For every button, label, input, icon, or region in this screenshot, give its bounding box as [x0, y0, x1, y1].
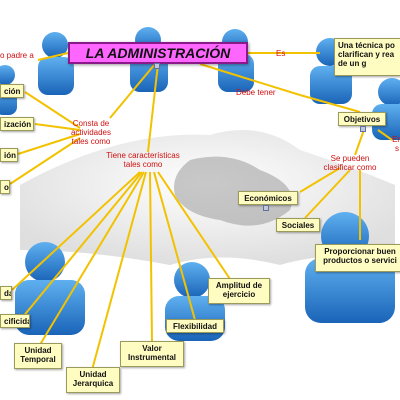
- node-dad[interactable]: dad: [0, 286, 12, 300]
- label-es: Es: [276, 49, 286, 58]
- node-ol[interactable]: ol: [0, 180, 10, 194]
- label-clasificar: Se pueden clasificar como: [323, 154, 377, 172]
- label-debe-tener: Debe tener: [236, 88, 276, 97]
- node-proporcionar[interactable]: Proporcionar buen productos o servici: [315, 244, 400, 272]
- node-ion[interactable]: ión: [0, 148, 18, 162]
- node-tecnica[interactable]: Una técnica po clarifican y rea de un g: [334, 38, 400, 76]
- label-en: En s: [392, 135, 400, 153]
- node-unidad-jerarquica[interactable]: Unidad Jerarquica: [66, 367, 120, 393]
- node-unidad-temporal[interactable]: Unidad Temporal: [14, 343, 62, 369]
- label-caracteristicas: Tiene características tales como: [106, 151, 180, 169]
- expand-icon[interactable]: [263, 205, 269, 211]
- expand-icon[interactable]: [360, 126, 366, 132]
- node-amplitud[interactable]: Amplitud de ejercicio: [208, 278, 270, 304]
- node-cificidad[interactable]: cificidad: [0, 314, 30, 328]
- node-cion[interactable]: ción: [0, 84, 24, 98]
- expand-icon[interactable]: [154, 63, 160, 69]
- title-box[interactable]: LA ADMINISTRACIÓN: [68, 42, 248, 64]
- node-flexibilidad[interactable]: Flexibilidad: [166, 319, 224, 333]
- label-padre: o padre a: [0, 51, 34, 60]
- node-zacion[interactable]: ización: [0, 117, 34, 131]
- node-economicos[interactable]: Económicos: [238, 191, 298, 205]
- node-sociales[interactable]: Sociales: [276, 218, 320, 232]
- node-valor[interactable]: Valor Instrumental: [120, 341, 184, 367]
- label-consta: Consta de actividades tales como: [70, 119, 112, 146]
- node-objetivos[interactable]: Objetivos: [338, 112, 386, 126]
